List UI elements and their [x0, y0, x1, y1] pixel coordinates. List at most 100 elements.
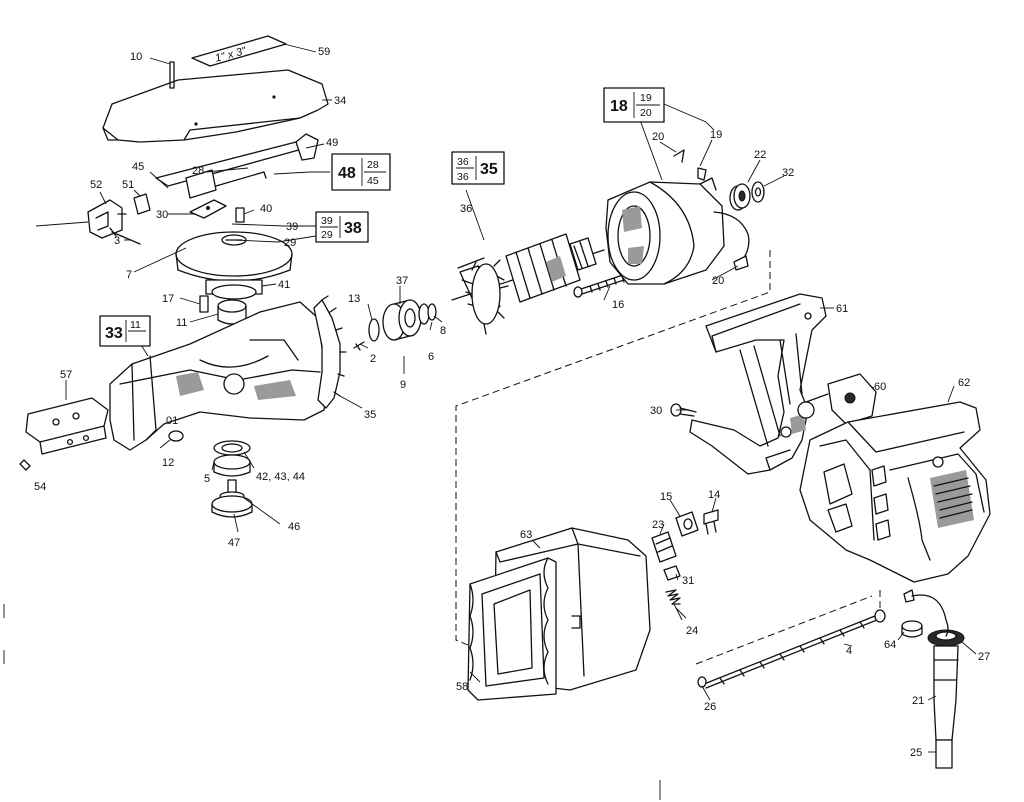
pin-12 — [168, 430, 184, 442]
callout-46: 46 — [288, 521, 300, 533]
callout-21: 21 — [912, 695, 924, 707]
clamp-52 — [87, 199, 127, 239]
washer-32 — [751, 181, 765, 203]
screw-14 — [703, 509, 719, 535]
screw-26 — [697, 676, 707, 688]
callout-6: 6 — [428, 351, 434, 363]
callout-30b: 30 — [650, 405, 662, 417]
callout-58: 58 — [456, 681, 468, 693]
gasket-58 — [467, 557, 557, 701]
screw-54 — [19, 459, 31, 471]
callout-30a: 30 — [156, 209, 168, 221]
armature-36 — [451, 233, 605, 335]
callout-9: 9 — [400, 379, 406, 391]
callout-5: 5 — [204, 473, 210, 485]
blade-tag-59: 1" x 3" — [191, 35, 287, 67]
svg-text:18: 18 — [610, 98, 628, 115]
gear-35 — [313, 295, 347, 409]
pin-10 — [169, 61, 175, 89]
field-assembly-18 — [605, 177, 750, 285]
callout-23: 23 — [652, 519, 664, 531]
svg-text:29: 29 — [321, 229, 333, 241]
callout-64: 64 — [884, 639, 896, 651]
callout-12: 12 — [162, 457, 174, 469]
bearing-5 — [213, 454, 251, 477]
plate-30 — [189, 199, 227, 219]
ref-box-33: 33 11 — [99, 315, 151, 347]
svg-text:35: 35 — [480, 161, 498, 178]
washer-8 — [427, 303, 437, 321]
terminal-19 — [697, 167, 707, 181]
block-51 — [133, 193, 151, 215]
callout-62: 62 — [958, 377, 970, 389]
callout-16: 16 — [612, 299, 624, 311]
callout-7: 7 — [126, 269, 132, 281]
callout-49: 49 — [326, 137, 338, 149]
leader-lines — [35, 43, 977, 753]
handle-frame-61 — [689, 293, 827, 475]
callout-11: 11 — [176, 317, 187, 329]
svg-text:1" x 3": 1" x 3" — [214, 45, 249, 65]
callout-51: 51 — [122, 179, 134, 191]
svg-text:19: 19 — [640, 92, 652, 104]
svg-text:45: 45 — [367, 175, 379, 187]
washer-42-44 — [213, 440, 251, 456]
pin-2 — [353, 341, 365, 351]
retaining-ring-13 — [368, 318, 380, 342]
bearing-9 — [382, 299, 422, 341]
callout-34: 34 — [334, 95, 346, 107]
gear-housing-33 — [109, 301, 331, 451]
plug-25 — [935, 739, 953, 769]
svg-text:48: 48 — [338, 165, 356, 182]
callout-3: 3 — [114, 235, 120, 247]
callout-36: 36 — [460, 203, 472, 215]
assembly-lines — [455, 250, 881, 665]
callout-54: 54 — [34, 481, 46, 493]
cord-protector-27 — [903, 589, 965, 647]
callout-01: 01 — [166, 415, 178, 427]
ref-box-38: 39 29 38 — [315, 211, 369, 243]
callout-28: 28 — [192, 165, 204, 177]
spring-24 — [665, 589, 681, 605]
clamp-64 — [901, 620, 923, 638]
ref-box-35: 36 36 35 — [451, 151, 505, 185]
svg-text:36: 36 — [457, 156, 469, 168]
callout-15: 15 — [660, 491, 672, 503]
screw-4 — [703, 609, 886, 689]
callout-4: 4 — [846, 645, 852, 657]
clip-31 — [663, 565, 681, 581]
callout-35: 35 — [364, 409, 376, 421]
switch-60 — [797, 373, 877, 425]
callout-numbers: 59 10 34 49 28 45 51 52 3 30 40 39 29 7 … — [34, 46, 990, 759]
callout-63: 63 — [520, 529, 532, 541]
callout-17: 17 — [162, 293, 174, 305]
svg-text:36: 36 — [457, 171, 469, 183]
callout-40: 40 — [260, 203, 272, 215]
slide-bar-28 — [155, 133, 319, 199]
callout-20a: 20 — [652, 131, 664, 143]
callout-45: 45 — [132, 161, 144, 173]
callout-24: 24 — [686, 625, 698, 637]
post-40 — [235, 207, 245, 223]
clip-15 — [675, 511, 699, 537]
pin-17 — [199, 295, 209, 313]
callout-10: 10 — [130, 51, 142, 63]
callout-19: 19 — [710, 129, 722, 141]
callout-13: 13 — [348, 293, 360, 305]
callout-57: 57 — [60, 369, 72, 381]
ref-box-48: 48 28 45 — [331, 153, 391, 191]
callout-20b: 20 — [712, 275, 724, 287]
ring-41 — [211, 284, 257, 300]
callout-25: 25 — [910, 747, 922, 759]
plate-57 — [25, 397, 109, 455]
svg-text:39: 39 — [321, 215, 333, 227]
svg-text:20: 20 — [640, 107, 652, 119]
screw-3 — [109, 227, 141, 245]
motor-housing-62 — [799, 401, 991, 583]
callout-14: 14 — [708, 489, 720, 501]
callout-26: 26 — [704, 701, 716, 713]
callout-22: 22 — [754, 149, 766, 161]
callout-47: 47 — [228, 537, 240, 549]
terminal-20 — [673, 149, 685, 163]
